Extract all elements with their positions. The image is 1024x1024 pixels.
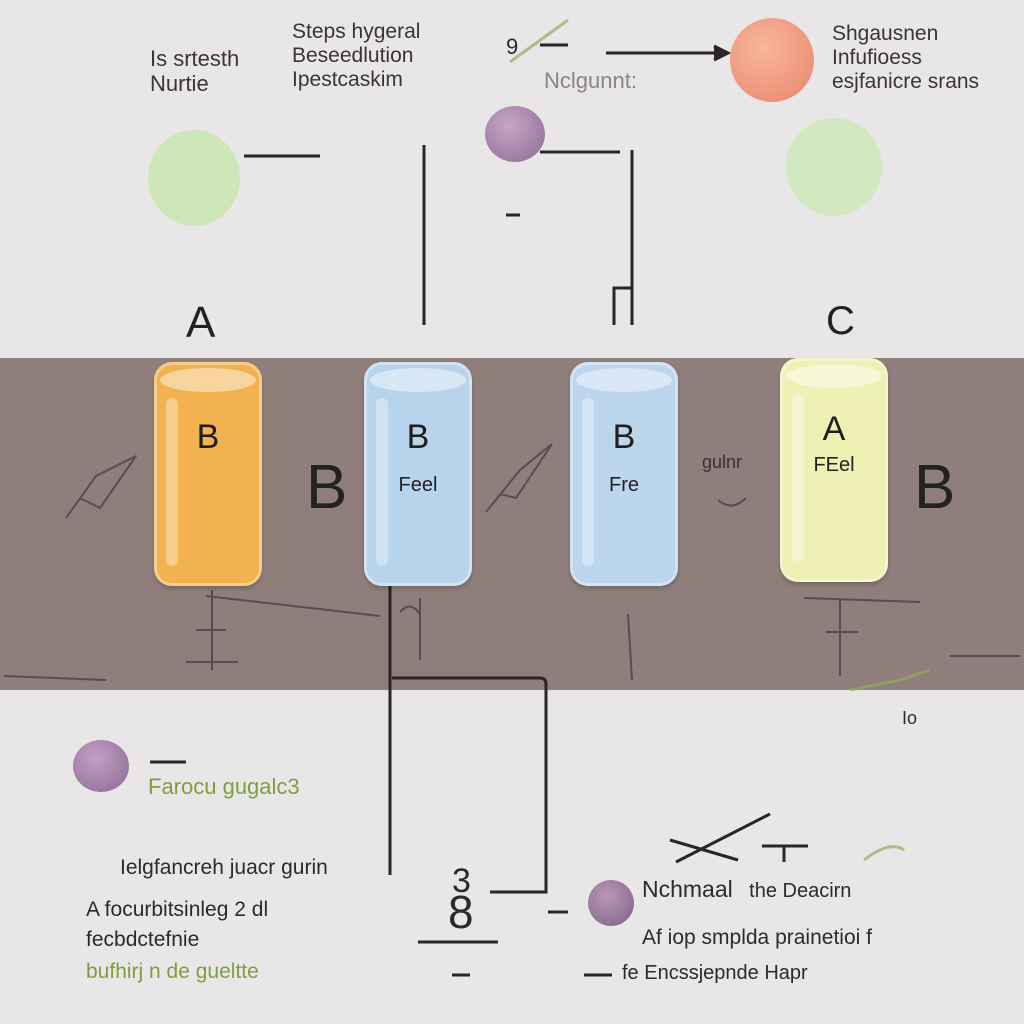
tube-2-letter: B (406, 418, 430, 456)
bottom-right-line3: fe Encssjepnde Hapr (622, 962, 808, 984)
top-right-line1: Shgausnen (832, 22, 939, 45)
top-mid-line2: Beseedlution (292, 44, 414, 68)
bottom-left-text4: bufhirj n de gueltte (86, 960, 259, 983)
letter-b-left: B (306, 453, 348, 522)
top-left-line1: Is srtesth (150, 46, 240, 71)
bottom-left-text2: A focurbitsinleg 2 dl (86, 898, 269, 921)
letter-b-right: B (914, 453, 956, 522)
bottom-right-line2: Af iop smplda prainetioi f (642, 926, 872, 949)
top-mid-text: Steps hygeral Beseedlution Ipestcaskim (292, 20, 420, 92)
right-side-label: Io (902, 708, 918, 728)
bottom-right-line1a: Nchmaal (642, 876, 733, 902)
top-mid-line1: Steps hygeral (292, 20, 421, 43)
tube-3-label: Fre (609, 474, 639, 496)
top-mid-line3: Ipestcaskim (292, 68, 403, 92)
top-right-text: Shgausnen Infufioess esjfanicre srans (832, 22, 979, 94)
bottom-left-text3: fecbdctefnie (86, 928, 200, 951)
peach-ball (730, 18, 814, 102)
top-center-label: Nclgunnt: (544, 68, 637, 93)
top-left-text: Is srtesth Nurtie (150, 46, 239, 97)
top-right-line3: esjfanicre srans (832, 70, 980, 94)
tube-1-letter: B (196, 418, 220, 456)
tube-1: B (154, 362, 262, 586)
tube-3-letter: B (612, 418, 636, 456)
band-mid-label: gulnr (702, 452, 743, 472)
bottom-left-green-label: Farocu gugalc3 (148, 774, 300, 799)
tube-4-label: FEel (813, 454, 855, 476)
tube-2: B Feel (364, 362, 472, 586)
bottom-center-digit: 8 (448, 886, 474, 938)
green-blob-left (148, 130, 240, 226)
letter-a-top: A (186, 298, 216, 347)
green-blob-right (786, 118, 882, 216)
purple-ball-right (588, 880, 634, 926)
tube-4-letter: A (822, 410, 846, 448)
letter-c-top: C (826, 299, 855, 343)
top-left-line2: Nurtie (150, 71, 209, 97)
top-right-line2: Infufioess (832, 46, 922, 70)
tube-2-label: Feel (398, 474, 438, 496)
purple-ball-top (485, 106, 545, 162)
bottom-right-line1: Nchmaal the Deacirn (642, 876, 851, 903)
purple-ball-left (73, 740, 129, 792)
bottom-left-text1: Ielgfancreh juacr gurin (120, 856, 328, 879)
tube-4: A FEel (780, 358, 888, 582)
bottom-right-line1b: the Deacirn (749, 880, 852, 902)
bottom-center-digit-top: 3 (452, 862, 471, 900)
tube-3: B Fre (570, 362, 678, 586)
top-center-num: 9 (506, 34, 519, 59)
